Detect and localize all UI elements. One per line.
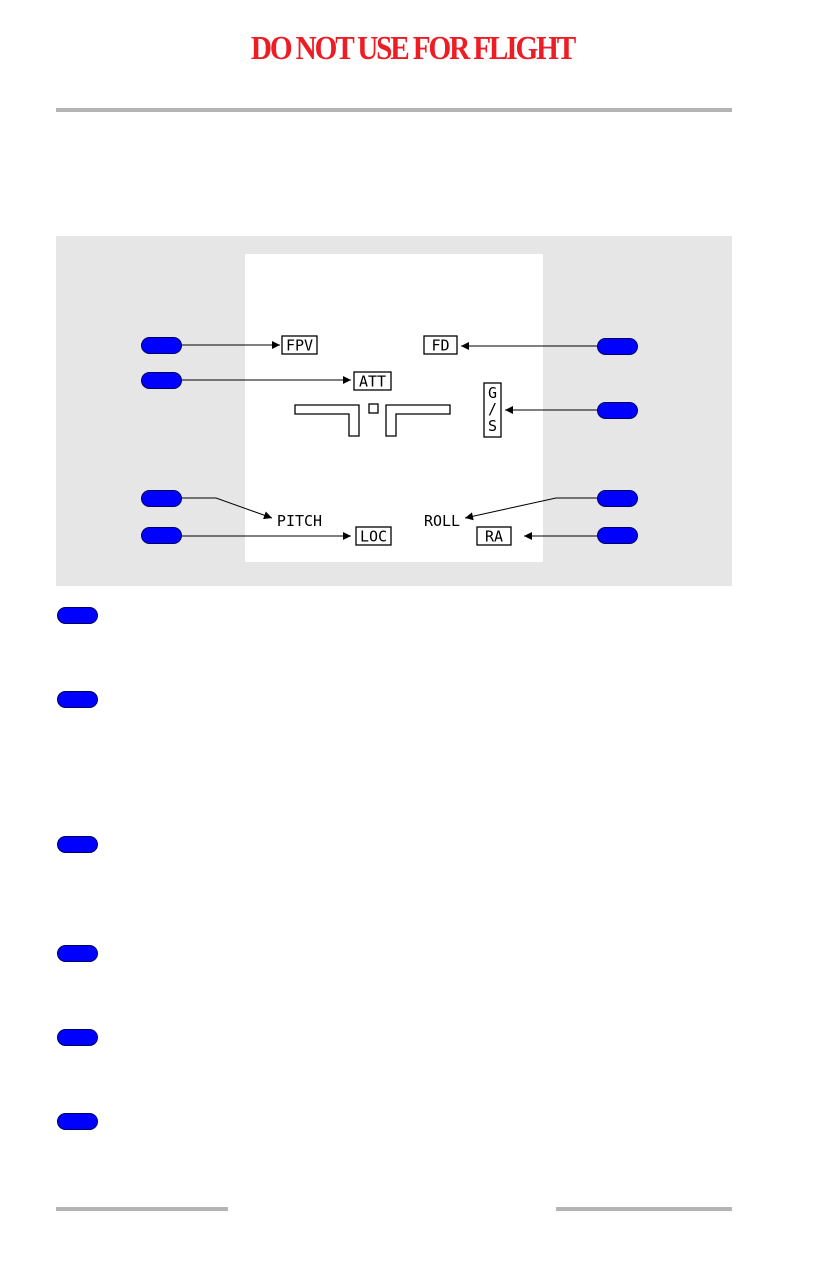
ra-box	[476, 526, 512, 546]
fpv-label: FPV	[286, 337, 313, 355]
roll-label: ROLL	[424, 512, 460, 530]
fd-box	[423, 335, 458, 355]
list-callout-4	[57, 945, 98, 962]
gs-label-top: G	[488, 384, 497, 402]
center-dot-symbol	[368, 403, 379, 414]
fpv-box	[281, 335, 318, 355]
list-callout-2	[57, 691, 98, 708]
ra-label: RA	[485, 528, 503, 546]
footer-rule-left	[56, 1207, 228, 1211]
roll-leader	[464, 497, 598, 521]
list-callout-3	[57, 836, 98, 853]
loc-box	[355, 526, 392, 546]
callout-roll	[597, 490, 638, 507]
pitch-leader	[182, 497, 273, 520]
left-wing-symbol	[294, 404, 360, 437]
callout-fpv	[141, 337, 182, 354]
right-wing-symbol	[385, 404, 451, 437]
gs-box	[483, 382, 502, 438]
list-callout-6	[57, 1113, 98, 1130]
gs-label-bottom: S	[488, 417, 497, 435]
gs-label-mid: /	[488, 400, 497, 418]
callout-fd	[597, 338, 638, 355]
callout-gs	[597, 402, 638, 419]
pitch-label: PITCH	[277, 512, 322, 530]
list-callout-5	[57, 1029, 98, 1046]
callout-att	[141, 372, 182, 389]
footer-rule-right	[556, 1207, 732, 1211]
top-rule	[56, 108, 732, 112]
list-callout-1	[57, 607, 98, 624]
att-label: ATT	[359, 373, 386, 391]
warning-banner: DO NOT USE FOR FLIGHT	[250, 30, 576, 67]
aircraft-symbol	[294, 403, 451, 437]
loc-label: LOC	[360, 528, 387, 546]
callout-pitch	[141, 490, 182, 507]
callout-ra	[597, 527, 638, 544]
callout-loc	[141, 527, 182, 544]
att-box	[353, 371, 392, 391]
fd-label: FD	[431, 337, 449, 355]
